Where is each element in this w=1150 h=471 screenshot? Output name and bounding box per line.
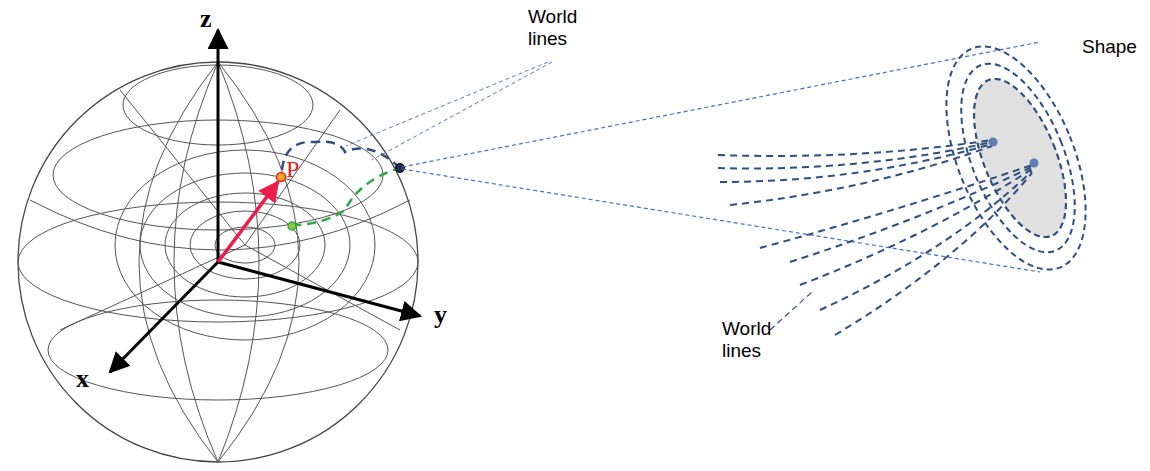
world-lines-label: World lines: [528, 6, 590, 50]
shape-label: Shape: [1082, 36, 1137, 58]
axis-label: y: [434, 300, 447, 330]
axis-label: x: [76, 364, 89, 394]
axis-label: z: [200, 4, 212, 34]
world-lines-label: World lines: [722, 318, 784, 362]
point-label: P: [286, 156, 299, 184]
